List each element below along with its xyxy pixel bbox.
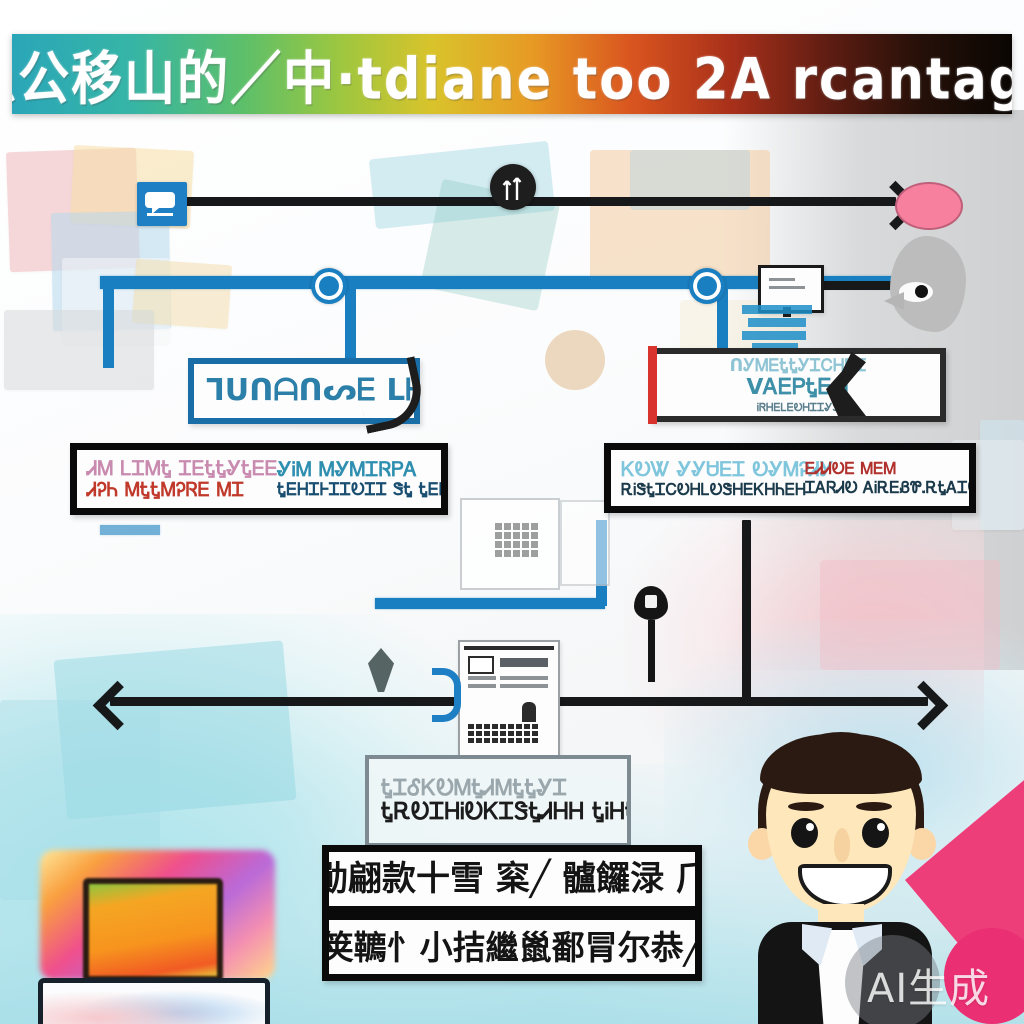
pink-ellipse-shape [895,182,963,230]
collage-scrap-pink-right [820,560,1000,670]
blue-mid-line [100,525,160,535]
upper-right-arrow-line [808,281,904,290]
collage-scrap-coffee [545,330,605,390]
laptop-screen [83,878,223,982]
callout-mid-left-line4: ᎿᎬᎻᏆᎰᏆᏆᎧᏆᏆ ᏕᎿ ᎿᎬᎷᎥ [277,480,448,500]
callout-top-right-line2: ᐯᎪᎬᏢᎿᎬᑎ [746,374,850,400]
connector-node-left[interactable] [311,268,347,304]
faint-document-cells [495,523,538,557]
map-pin-icon[interactable] [634,586,668,682]
cartoon-businessman [736,724,966,1024]
blob-beak-shape [884,292,904,310]
callout-bottom-header-line2: ᎿᎡᎧᏆᎻᎥᎧᏦᏆᏕᎿᏗᎻᎻ ᎿᎥᎻᎿᏞᎽᎽ [381,799,627,825]
callout-bottom-one-text: 勛翩款十雪 梥╱ 髗饠渌 ⺁ [322,859,702,899]
callout-bottom-header-line1: ᎿᏆᎴᏦᎧᎷᎿᏗᎷᎿᎿᎽᏆ [381,776,568,801]
faint-document-grid [460,498,560,590]
callout-mid-right-col2: ᎬᏗᏗᎧᎬ ᎷᎬᎷ ᏆᎪᏒᏗᎧ ᎪᎥᎡᎬᏰᏈ᎐ᎡᎿᎪᏆᎧᏆᏗ [805,450,969,506]
watermark-label: AI生成 [867,966,991,1012]
dual-up-arrow-icon[interactable] [490,164,536,210]
businessman-nose [834,828,850,862]
collage-scrap-peach [590,150,770,280]
businessman-brow-left [788,802,824,811]
blue-branch-left [103,276,114,368]
businessman-fringe [760,734,922,794]
callout-mid-right-col1: ᏦᎧᏔ ᎽᎽᏌᎬᏆ ᎧᎽᎷᎮᏗᎩ ᎡᎥᏕᎿᏆᏟᎧᎻᏞᎧᏕᎻᎬᏦᎻᏂᎬᎻ [611,450,834,506]
report-doc-thumb [468,656,494,674]
callout-top-left-line1: ᒣᑌᑎᗩᑎᔕᎬ ᒪᎻᎷᏦ [206,373,414,408]
connector-node-right[interactable] [689,268,725,304]
report-doc-title [500,658,548,667]
callout-mid-right-line3: ᎬᏗᏗᎧᎬ ᎷᎬᎷ [805,458,897,478]
report-doc-line-2 [500,676,548,680]
callout-mid-right-line1: ᏦᎧᏔ ᎽᎽᏌᎬᏆ ᎧᎽᎷᎮᏗᎩ [621,456,834,481]
pink-circle-shape [944,928,1024,1024]
chat-bubble-glyph [145,192,175,216]
watermark-circle [845,935,940,1024]
callout-top-right-line3: ᎥᏒᎻᎬᏞᎬᎧᎻᏆᏆᎽᏕ [756,400,840,414]
callout-mid-left[interactable]: ᏗᎷ ᏞᏆᎷᎿ ᏆᎬᎿᎿᎽᎿᎬᎬ ᏗᎮᏂ ᎷᎿᎿᎷᎮᏒᎬ ᎷᏆ ᎽᎥᎷ ᎷᎽᎷᏆ… [70,443,448,515]
report-doc-line-1 [468,676,496,680]
blue-branch-mid [345,276,356,368]
businessman-eye-left [791,818,818,848]
report-doc-bar-chart [468,724,538,743]
laptop-body [38,978,270,1024]
callout-bottom-two[interactable]: 䇲韀忄小拮繼巤鄱冐尔恭╱ [322,913,702,981]
callout-bottom-two-text: 䇲韀忄小拮繼巤鄱冐尔恭╱ [322,927,702,967]
laptop-body-art [43,983,265,1024]
report-document-card [458,640,560,758]
top-arrow-line [180,197,896,206]
callout-bottom-header[interactable]: ᎿᏆᎴᏦᎧᎷᎿᏗᎷᎿᎿᎽᏆ ᎿᎡᎧᏆᎻᎥᎧᏦᏆᏕᎿᏗᎻᎻ ᎿᎥᎻᎿᏞᎽᎽ [365,755,631,847]
banner-title-text: 以愚公移山的／中·tdiane too 2A rcantagg t [12,47,1012,114]
collage-note-gray [4,310,154,390]
callout-mid-left-col1: ᏗᎷ ᏞᏆᎷᎿ ᏆᎬᎿᎿᎽᎿᎬᎬ ᏗᎮᏂ ᎷᎿᎿᎷᎮᏒᎬ ᎷᏆ [77,450,278,508]
blue-hook-icon [432,668,461,722]
callout-mid-right[interactable]: ᏦᎧᏔ ᎽᎽᏌᎬᏆ ᎧᎽᎷᎮᏗᎩ ᎡᎥᏕᎿᏆᏟᎧᎻᏞᎧᏕᎻᎬᏦᎻᏂᎬᎻ ᎬᏗᏗᎧ… [604,443,976,513]
callout-mid-right-line2: ᎡᎥᏕᎿᏆᏟᎧᎻᏞᎧᏕᎻᎬᏦᎻᏂᎬᎻ [621,479,806,499]
callout-bottom-one[interactable]: 勛翩款十雪 梥╱ 髗饠渌 ⺁ [322,845,702,913]
blue-branch-right [717,276,728,356]
report-doc-topbar [464,646,554,650]
callout-mid-right-line4: ᏆᎪᏒᏗᎧ ᎪᎥᎡᎬᏰᏈ᎐ᎡᎿᎪᏆᎧᏆᏗ [805,477,969,497]
callout-mid-left-col2: ᎽᎥᎷ ᎷᎽᎷᏆᏒᏢᎪ ᎿᎬᎻᏆᎰᏆᏆᎧᏆᏆ ᏕᎿ ᎿᎬᎷᎥ [277,450,448,508]
callout-mid-left-line1: ᏗᎷ ᏞᏆᎷᎿ ᏆᎬᎿᎿᎽᎿᎬᎬ [87,456,278,480]
report-doc-line-4 [500,684,548,688]
businessman-brow-right [856,802,892,811]
callout-top-right[interactable]: ᑎᎩᎷᎬᎿᎿᎩᏆᏟᎻᎬᏆ ᐯᎪᎬᏢᎿᎬᑎ ᎥᏒᎻᎬᏞᎬᎧᎻᏆᏆᎽᏕ [650,348,946,422]
monitor-screen-line-2 [769,286,805,289]
map-pin-stem [647,620,655,682]
blue-lower-line [375,598,605,609]
callout-top-right-line1: ᑎᎩᎷᎬᎿᎿᎩᏆᏟᎻᎬᏆ [729,355,867,376]
faint-document-side [560,500,610,586]
callout-top-left[interactable]: ᒣᑌᑎᗩᑎᔕᎬ ᒪᎻᎷᏦ [188,358,420,424]
monitor-screen-line-1 [769,278,795,281]
callout-mid-left-line2: ᏗᎮᏂ ᎷᎿᎿᎷᎮᏒᎬ ᎷᏆ [87,479,245,501]
title-banner: 以愚公移山的／中·tdiane too 2A rcantagg t [12,34,1012,114]
chat-bubble-icon[interactable] [137,182,187,226]
vertical-connector-stem [742,520,751,700]
callout-mid-left-line3: ᎽᎥᎷ ᎷᎽᎷᏆᏒᏢᎪ [277,457,418,481]
report-doc-person [522,702,536,722]
businessman-eye-right [862,818,889,848]
up-arrow-glyph [502,177,522,200]
callout-top-right-red-accent [648,346,657,424]
document-stack-icon [742,305,816,351]
map-pin-head [634,586,668,620]
report-doc-line-3 [468,684,496,688]
blob-pupil-shape [915,285,928,298]
